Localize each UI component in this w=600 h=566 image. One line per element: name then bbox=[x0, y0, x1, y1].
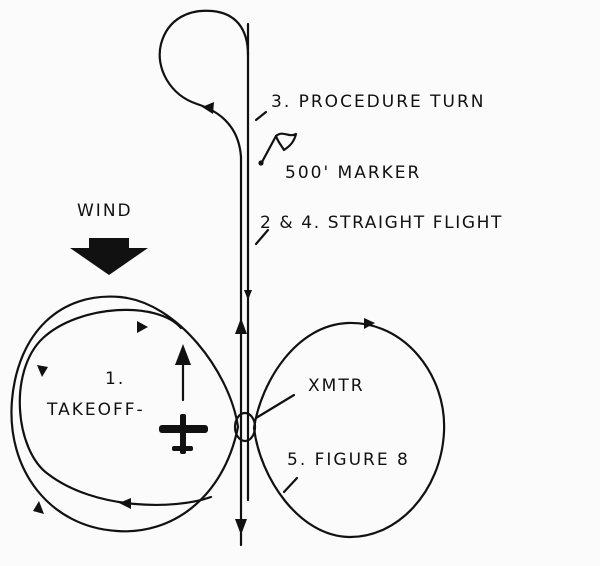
transmitter-ring bbox=[233, 411, 257, 443]
takeoff-arrow-head bbox=[175, 344, 191, 365]
procedure-turn-label: 3. PROCEDURE TURN bbox=[271, 92, 486, 112]
figure8-leader bbox=[282, 476, 299, 494]
straight-flight-label: 2 & 4. STRAIGHT FLIGHT bbox=[260, 213, 503, 233]
arrow-right-loop-top bbox=[364, 318, 375, 329]
wind-label: WIND bbox=[77, 201, 133, 221]
straight-flight-leader bbox=[254, 228, 270, 246]
marker-flag bbox=[274, 132, 298, 152]
marker-label: 500' MARKER bbox=[285, 163, 422, 183]
arrow-outer-loop-left bbox=[37, 365, 48, 377]
figure8-right-loop bbox=[252, 321, 446, 539]
figure8-label: 5. FIGURE 8 bbox=[287, 450, 410, 470]
takeoff-inner-loop bbox=[18, 308, 213, 507]
transmitter-label: XMTR bbox=[308, 376, 365, 396]
arrow-down-right-track bbox=[244, 290, 252, 300]
arrow-inner-loop-bottom bbox=[119, 498, 131, 509]
procedure-turn-leader bbox=[254, 110, 268, 122]
arrow-up-left-track bbox=[235, 318, 247, 334]
arrow-down-left-track bbox=[235, 519, 247, 535]
arrow-outer-loop-top-left bbox=[33, 501, 44, 514]
takeoff-label: TAKEOFF- bbox=[47, 400, 145, 420]
arrow-procedure-turn bbox=[202, 102, 214, 114]
takeoff-step-number: 1. bbox=[105, 369, 126, 389]
wind-arrow bbox=[70, 238, 148, 275]
marker-dot bbox=[258, 160, 264, 166]
xmtr-leader bbox=[254, 393, 296, 420]
airplane-icon bbox=[159, 414, 208, 454]
procedure-turn-loop bbox=[158, 9, 250, 159]
marker-flag-pole bbox=[260, 134, 278, 164]
figure8-left-loop bbox=[10, 295, 240, 533]
arrow-inner-loop-top bbox=[137, 321, 148, 333]
